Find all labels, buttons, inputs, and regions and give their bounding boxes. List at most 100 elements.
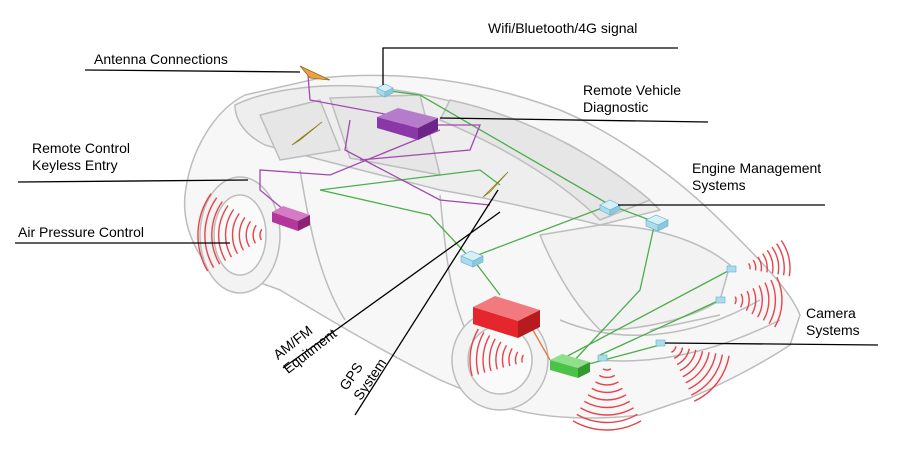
front-right-fan-1 [747, 240, 791, 277]
radar-arc [679, 349, 697, 372]
red-wiring [529, 324, 551, 361]
keyless-label-line1: Remote Control [32, 140, 131, 156]
radar-arc [231, 213, 240, 255]
wifi-label: Wifi/Bluetooth/4G signal [488, 20, 638, 36]
green-control-unit [550, 354, 590, 378]
remote-diag-callout [439, 117, 709, 123]
remote-diag-label-line1: Remote Vehicle [583, 82, 682, 98]
radar-arc [776, 243, 785, 276]
rear-wheel-fan [197, 193, 263, 272]
radar-arc [197, 193, 212, 272]
front-right-fan-2 [734, 276, 783, 328]
keyless-entry-module [272, 206, 310, 231]
radar-arc [576, 413, 638, 424]
radar-arc [587, 394, 627, 401]
radar-arc [238, 216, 246, 251]
engine-label-line2: Systems [692, 177, 746, 193]
radar-arc [469, 328, 479, 377]
radar-arc [745, 290, 750, 311]
radar-arc [762, 282, 770, 321]
amfm-callout [282, 211, 501, 369]
radar-arc [676, 348, 690, 366]
radar-arc [501, 344, 508, 368]
radar-arc [580, 407, 634, 416]
red-control-unit [473, 296, 540, 338]
radar-arc [598, 374, 616, 379]
hood [539, 224, 731, 331]
radar-arc [488, 338, 496, 372]
radar-arc [752, 259, 757, 271]
radar-arc [224, 209, 235, 258]
antenna-label: Antenna Connections [94, 51, 228, 67]
callout-lines [15, 47, 879, 416]
radar-arc [751, 288, 757, 315]
front-wheel-fan [469, 328, 524, 377]
radar-arc [768, 279, 777, 325]
radar-arc [583, 400, 631, 409]
radar-arc [771, 246, 780, 275]
radar-arc [259, 228, 263, 241]
radar-arc [685, 352, 710, 384]
radar-arc [734, 296, 737, 305]
radar-arc [245, 220, 252, 248]
radar-arc [508, 348, 513, 367]
radar-arc [572, 420, 642, 431]
front-bumper [559, 299, 781, 362]
radar-arc [673, 347, 684, 360]
door-line [299, 169, 471, 341]
radar-fans [197, 193, 791, 431]
radar-arc [204, 197, 218, 268]
camera-callout [664, 342, 879, 346]
radar-arc [218, 205, 229, 262]
radar-arc [591, 387, 623, 394]
camera-sensor-2 [715, 296, 726, 304]
front-center-fan [572, 368, 642, 431]
remote-diag-label-line2: Diagnostic [583, 99, 649, 115]
side-window-front [259, 99, 341, 161]
radar-arc [514, 351, 519, 365]
radar-arc [211, 201, 223, 265]
radar-arc [747, 263, 751, 270]
radar-arc [521, 354, 524, 363]
engine-module-small [599, 199, 621, 216]
radar-arc [682, 350, 704, 378]
radar-arc [475, 331, 485, 375]
keyless-label-line2: Keyless Entry [32, 157, 118, 173]
wifi-callout [382, 47, 678, 85]
gps-callout [354, 189, 499, 416]
air-pressure-label: Air Pressure Control [18, 224, 145, 240]
engine-module-large [645, 214, 669, 232]
amfm-module [460, 250, 484, 268]
window-antenna-front-icon [482, 171, 509, 198]
radar-arc [757, 285, 763, 318]
radar-arc [602, 368, 612, 371]
radar-arc [766, 249, 774, 274]
camera-label-line2: Systems [806, 322, 860, 338]
radar-arc [688, 353, 717, 390]
radar-arc [595, 381, 619, 386]
antenna-callout [84, 69, 301, 73]
radar-arc [757, 256, 763, 272]
radar-arc [774, 276, 783, 328]
radar-arc [671, 346, 677, 353]
radar-arc [252, 224, 257, 244]
radar-arc [495, 341, 502, 370]
engine-label-line1: Engine Management [692, 160, 822, 176]
camera-sensor-4 [597, 354, 608, 362]
radar-arc [780, 240, 791, 277]
keyless-callout [17, 179, 249, 183]
radar-arc [691, 354, 724, 396]
radar-arc [693, 355, 730, 402]
camera-sensor-3 [655, 339, 666, 347]
window-antenna-rear-icon [291, 121, 323, 146]
car-outline [183, 74, 801, 419]
front-low-fan [671, 346, 730, 402]
radar-arc [482, 335, 491, 373]
camera-label-line1: Camera [806, 305, 856, 321]
roof-antenna-icon [299, 65, 331, 81]
radar-arc [762, 253, 768, 273]
remote-diagnostic-module [377, 108, 438, 140]
camera-sensor-1 [726, 265, 737, 273]
wifi-module [376, 83, 394, 98]
